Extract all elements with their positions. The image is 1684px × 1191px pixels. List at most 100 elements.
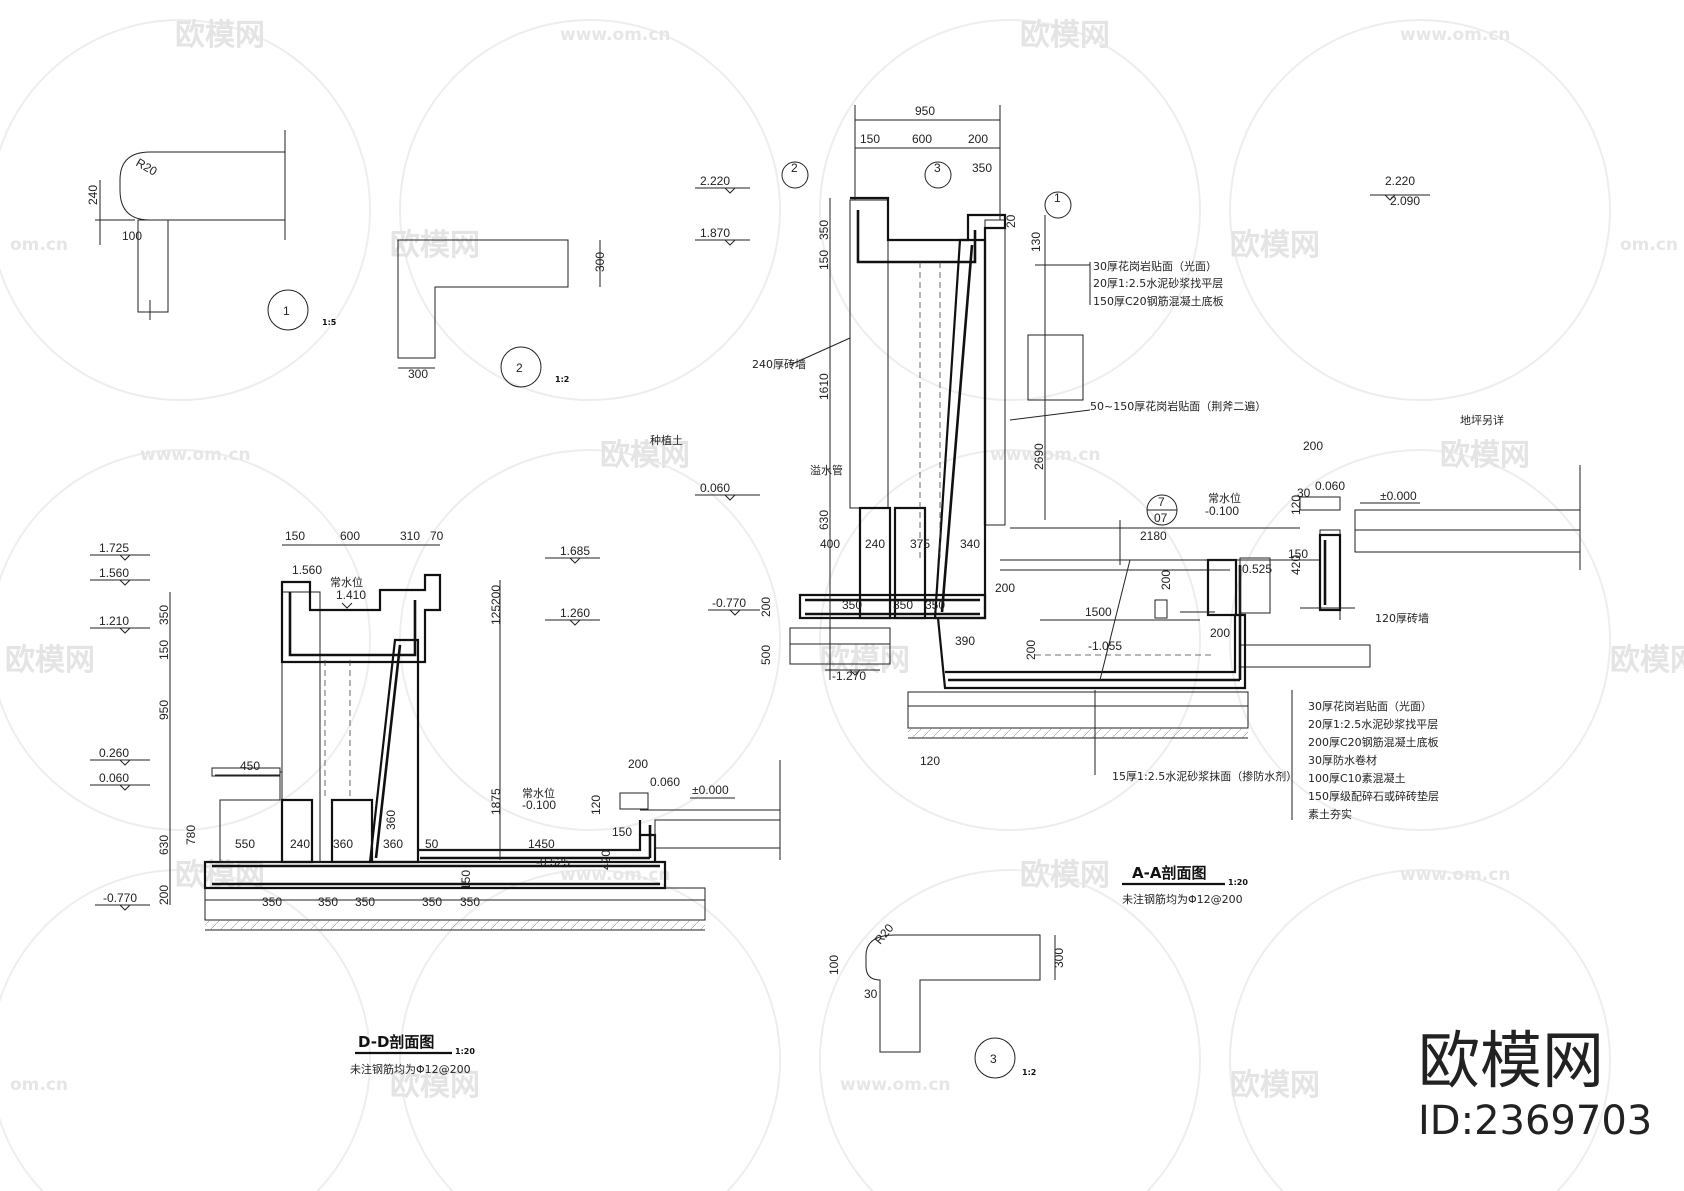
- paving-label: 地坪另详: [1460, 413, 1504, 427]
- watermark-url: www.om.cn: [140, 445, 251, 465]
- level: 1.260: [560, 606, 590, 620]
- layer-label: 20厚1:2.5水泥砂浆找平层: [1093, 276, 1223, 290]
- watermark-url: www.om.cn: [560, 865, 671, 885]
- detail-number: 3: [990, 1052, 997, 1066]
- slanted-wall: [368, 638, 420, 864]
- dim: 150: [157, 640, 171, 660]
- level: -0.770: [103, 891, 137, 905]
- level: 1.560: [292, 563, 322, 577]
- level: 2.090: [1390, 194, 1420, 208]
- fill-label: 种植土: [650, 433, 683, 447]
- watermark-logo: 欧模网: [1020, 18, 1110, 53]
- dim: 500: [759, 645, 773, 665]
- dim: 950: [157, 700, 171, 720]
- dim: 200: [759, 597, 773, 617]
- dim: 350: [422, 895, 442, 909]
- dim: 20: [1004, 214, 1018, 228]
- dim-300: 300: [1052, 948, 1066, 968]
- detail-scale: 1:2: [555, 375, 569, 384]
- dim: 150: [459, 870, 473, 890]
- dim: 240: [865, 537, 885, 551]
- layer-label: 30厚花岗岩贴面（光面）: [1308, 699, 1432, 713]
- planter-box: [280, 573, 442, 664]
- dim: 600: [340, 529, 360, 543]
- dim: 150: [817, 250, 831, 270]
- dim: 200: [1159, 570, 1173, 590]
- level-marks: 2.220 1.870 0.060 -0.770 -1.270 2.220 2.…: [695, 174, 1430, 683]
- dim: 360: [333, 837, 353, 851]
- dim: 2180: [1140, 529, 1167, 543]
- watermark-logo: 欧模网: [390, 228, 480, 263]
- dim: 130: [1029, 232, 1043, 252]
- dim: 70: [430, 529, 444, 543]
- layer-label: 素土夯实: [1308, 807, 1352, 821]
- dim: 1875: [489, 788, 503, 815]
- section-scale: 1:20: [455, 1047, 475, 1056]
- dim: 390: [955, 634, 975, 648]
- level: ±0.000: [1380, 489, 1417, 503]
- watermark-url: www.om.cn: [1400, 865, 1511, 885]
- dim: 350: [972, 161, 992, 175]
- layer-label: 150厚级配碎石或碎砖垫层: [1308, 789, 1439, 803]
- level: 2.220: [700, 174, 730, 188]
- watermark-logo: 欧模网: [820, 643, 910, 678]
- section-scale: 1:20: [1228, 878, 1248, 887]
- dim: 150: [285, 529, 305, 543]
- level: -1.270: [832, 669, 866, 683]
- pipe-label: 溢水管: [810, 463, 843, 477]
- level: -0.525: [1238, 562, 1272, 576]
- watermark-layer: 欧模网 欧模网 欧模网 欧模网 欧模网 欧模网 欧模网 欧模网 欧模网 欧模网 …: [0, 18, 1684, 1191]
- level: 1.685: [560, 544, 590, 558]
- dim: 350: [262, 895, 282, 909]
- detail-marker: [500, 346, 542, 388]
- wall-label: 240厚砖墙: [752, 357, 806, 371]
- level: 0.260: [99, 746, 129, 760]
- dim: 420: [599, 850, 613, 870]
- watermark-logo: 欧模网: [1230, 1068, 1320, 1103]
- level: 1.725: [99, 541, 129, 555]
- dim-300: 300: [408, 367, 428, 381]
- watermark-logo: 欧模网: [5, 643, 95, 678]
- slanted-wall: [933, 238, 987, 620]
- level: ±0.000: [692, 783, 729, 797]
- plaster-note: 15厚1:2.5水泥砂浆抹面（掺防水剂）: [1112, 769, 1297, 783]
- dim: 200: [968, 132, 988, 146]
- marker-label: 7: [1158, 495, 1165, 509]
- level: 1.870: [700, 226, 730, 240]
- layer-label: 200厚C20钢筋混凝土底板: [1308, 735, 1439, 749]
- detail-1: 240 100 R20 1 1:5: [86, 130, 337, 331]
- level: 1.210: [99, 614, 129, 628]
- water-level-label: 常水位: [330, 575, 363, 589]
- dim: 350: [925, 598, 945, 612]
- level: 0.060: [99, 771, 129, 785]
- watermark-logo: 欧模网: [600, 438, 690, 473]
- dim: 630: [817, 510, 831, 530]
- dim: 600: [912, 132, 932, 146]
- level: -1.055: [1088, 639, 1122, 653]
- detail-ref-marker: [781, 161, 809, 189]
- watermark-url: www.om.cn: [840, 1075, 951, 1095]
- detail-marker: [267, 289, 309, 331]
- stone-facing: [984, 219, 1006, 526]
- section-title: A-A剖面图: [1132, 864, 1206, 882]
- dim-300: 300: [593, 252, 607, 272]
- level: -0.525: [536, 855, 570, 869]
- watermark-logo: 欧模网: [175, 18, 265, 53]
- watermark-logo: 欧模网: [1020, 858, 1110, 893]
- dim: 200: [157, 885, 171, 905]
- watermark-url: www.om.cn: [560, 25, 671, 45]
- layer-label: 20厚1:2.5水泥砂浆找平层: [1308, 717, 1438, 731]
- watermark-url: www.om.cn: [1400, 25, 1511, 45]
- dim: 340: [960, 537, 980, 551]
- detail-ref-marker: [1044, 191, 1072, 219]
- brand-logo: 欧模网: [1418, 1024, 1604, 1097]
- detail-ref-marker: [924, 161, 952, 189]
- dim: 150: [1288, 547, 1308, 561]
- dim: 1500: [1085, 605, 1112, 619]
- layer-label: 100厚C10素混凝土: [1308, 771, 1406, 785]
- brand-id: ID:2369703: [1418, 1098, 1652, 1144]
- dim: 1450: [528, 837, 555, 851]
- dim: 350: [842, 598, 862, 612]
- dim: 150: [612, 825, 632, 839]
